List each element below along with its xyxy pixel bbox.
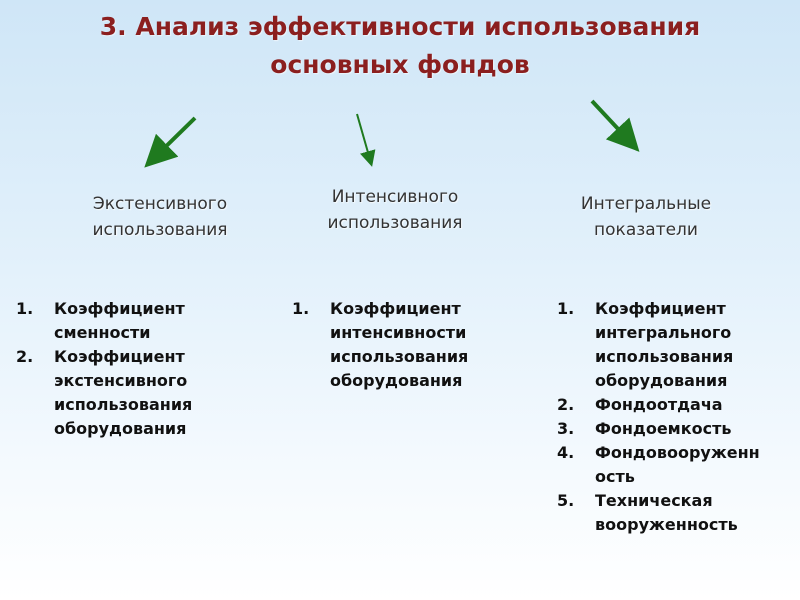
arrow-right xyxy=(590,99,640,152)
heading-extensive-line-1: Экстенсивного xyxy=(92,194,228,214)
list-item-line: Техническая xyxy=(595,491,713,510)
arrow-middle xyxy=(356,113,376,167)
heading-extensive: Экстенсивного использования xyxy=(60,191,260,243)
list-item-line: экстенсивного xyxy=(54,371,188,390)
list-item-number: 3. xyxy=(557,419,575,438)
list-item-line: Коэффициент xyxy=(330,299,461,318)
list-item-number: 4. xyxy=(557,443,575,462)
list-item-line: Фондоемкость xyxy=(595,419,732,438)
list-item-line: вооруженность xyxy=(595,515,738,534)
list-item: 1. Коэффициент интегрального использован… xyxy=(557,297,797,393)
list-item-line: Коэффициент xyxy=(54,299,185,318)
list-item-line: сменности xyxy=(54,323,151,342)
list-item: 2. Коэффициент экстенсивного использован… xyxy=(16,345,266,441)
list-item: 5. Техническая вооруженность xyxy=(557,489,797,537)
list-item: 1. Коэффициент интенсивности использован… xyxy=(292,297,522,393)
list-item: 3. Фондоемкость xyxy=(557,417,797,441)
list-item-line: интегрального xyxy=(595,323,732,342)
list-item-line: Фондоотдача xyxy=(595,395,723,414)
list-item-line: использования xyxy=(54,395,193,414)
heading-integral-line-2: показатели xyxy=(594,220,698,240)
list-item-number: 2. xyxy=(557,395,575,414)
list-item: 4. Фондовооруженн ость xyxy=(557,441,797,489)
heading-intensive-line-1: Интенсивного xyxy=(331,187,459,207)
list-item-number: 5. xyxy=(557,491,575,510)
list-item-number: 2. xyxy=(16,347,34,366)
list-item-line: оборудования xyxy=(330,371,463,390)
title-line-2: основных фондов xyxy=(270,50,530,79)
list-item-number: 1. xyxy=(557,299,575,318)
list-item: 1. Коэффициент сменности xyxy=(16,297,266,345)
list-intensive: 1. Коэффициент интенсивности использован… xyxy=(292,297,522,393)
list-item-number: 1. xyxy=(16,299,34,318)
list-item-line: оборудования xyxy=(54,419,187,438)
heading-integral-line-1: Интегральные xyxy=(580,194,712,214)
list-item-number: 1. xyxy=(292,299,310,318)
heading-extensive-line-2: использования xyxy=(92,220,228,240)
list-integral: 1. Коэффициент интегрального использован… xyxy=(557,297,797,537)
title-line-1: 3. Анализ эффективности использования xyxy=(99,12,701,41)
page-title: 3. Анализ эффективности использования ос… xyxy=(0,8,800,84)
list-item: 2. Фондоотдача xyxy=(557,393,797,417)
heading-intensive-line-2: использования xyxy=(327,213,463,233)
list-extensive: 1. Коэффициент сменности 2. Коэффициент … xyxy=(16,297,266,441)
list-item-line: Коэффициент xyxy=(595,299,726,318)
list-item-line: использования xyxy=(595,347,734,366)
list-item-line: Коэффициент xyxy=(54,347,185,366)
arrow-left xyxy=(144,116,197,168)
list-item-line: оборудования xyxy=(595,371,728,390)
list-item-line: интенсивности xyxy=(330,323,467,342)
heading-intensive: Интенсивного использования xyxy=(295,184,495,236)
list-item-line: ость xyxy=(595,467,635,486)
heading-integral: Интегральные показатели xyxy=(546,191,746,243)
list-item-line: использования xyxy=(330,347,469,366)
list-item-line: Фондовооруженн xyxy=(595,443,760,462)
